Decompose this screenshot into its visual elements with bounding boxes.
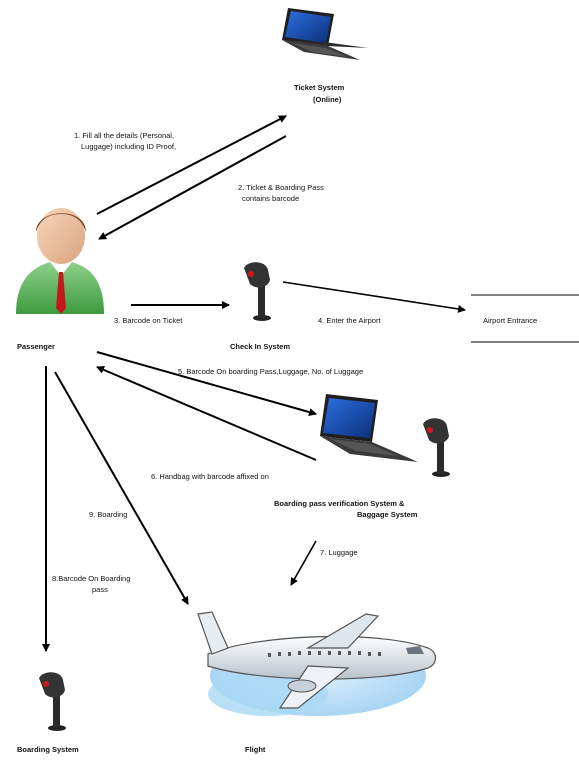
arrow-4 — [282, 281, 466, 313]
step-4-label: 4. Enter the Airport — [318, 316, 381, 325]
airport-entrance-label: Airport Entrance — [483, 316, 538, 325]
arrow-5 — [96, 351, 317, 416]
arrow-7 — [290, 540, 317, 586]
step-5-label: 5. Barcode On boarding Pass,Luggage, No.… — [178, 367, 364, 376]
ticket-system-subtitle: (Online) — [313, 95, 342, 104]
barcode-scanner-icon — [244, 262, 271, 321]
verification-system-label-1: Boarding pass verification System & — [274, 499, 405, 508]
verification-system-label-2: Baggage System — [357, 510, 418, 519]
step-2-label-line-2: contains barcode — [242, 194, 300, 203]
step-9-label: 9. Boarding — [89, 510, 128, 519]
laptop-icon — [282, 8, 368, 60]
airplane-icon — [197, 611, 437, 716]
passenger-label: Passenger — [17, 342, 55, 351]
step-2-label-line-1: 2. Ticket & Boarding Pass — [238, 183, 324, 192]
arrow-9 — [54, 371, 189, 605]
flight-label: Flight — [245, 745, 266, 754]
step-6-label: 6. Handbag with barcode affixed on — [151, 472, 269, 481]
ticket-system-title: Ticket System — [294, 83, 345, 92]
barcode-scanner-icon — [423, 418, 450, 477]
checkin-system-label: Check In System — [230, 342, 291, 351]
arrow-2 — [98, 135, 287, 240]
barcode-scanner-icon — [39, 672, 66, 731]
arrow-1 — [96, 115, 287, 215]
boarding-system-label: Boarding System — [17, 745, 79, 754]
person-icon — [16, 208, 104, 314]
arrow-6 — [96, 366, 317, 461]
step-1-label-line-2: Luggage) including ID Proof, — [81, 142, 177, 151]
step-8-label-line-2: pass — [92, 585, 108, 594]
step-8-label-line-1: 8.Barcode On Boarding — [52, 574, 131, 583]
step-1-label-line-1: 1. Fill all the details (Personal, — [74, 131, 175, 140]
step-7-label: 7. Luggage — [320, 548, 358, 557]
laptop-icon — [320, 394, 418, 462]
step-3-label: 3. Barcode on Ticket — [114, 316, 183, 325]
